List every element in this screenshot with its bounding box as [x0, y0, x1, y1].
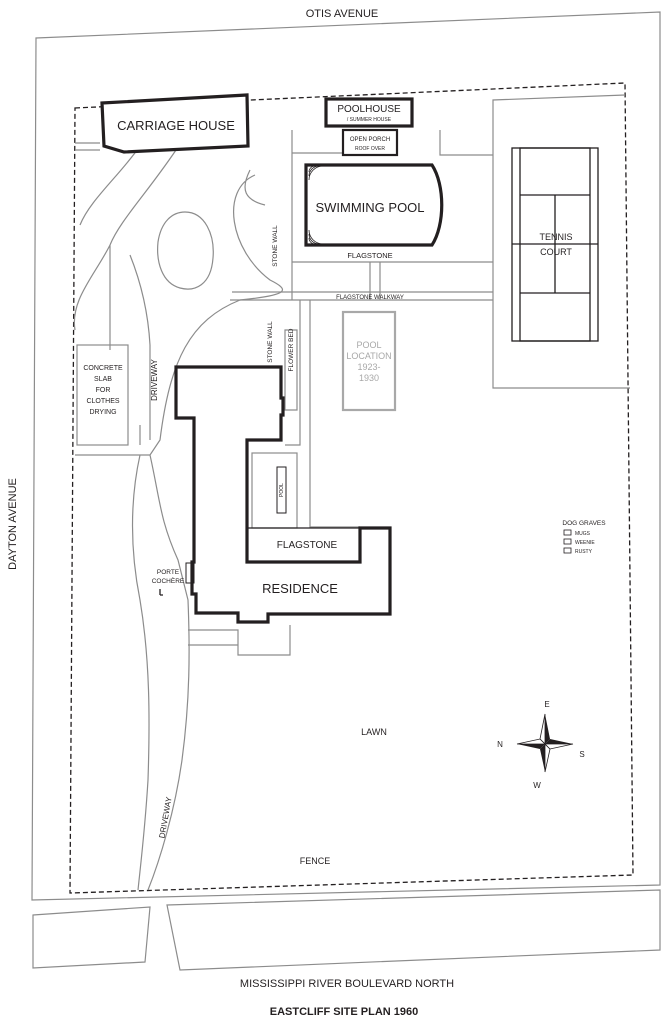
concrete-slab-label-1: CONCRETE [83, 365, 123, 372]
compass-w-label: W [533, 781, 541, 790]
swimming-pool [304, 163, 444, 247]
porte-cochere-bracket [159, 589, 163, 596]
compass-rose [516, 713, 574, 773]
driveway-upper-label: DRIVEWAY [150, 358, 159, 400]
open-porch-label: OPEN PORCH [350, 137, 390, 143]
concrete-slab [76, 344, 129, 446]
courtyard [251, 452, 298, 529]
concrete-slab-label-5: DRYING [89, 409, 116, 416]
pool-location-label-3: 1923- [357, 362, 380, 372]
roof-over-label: ROOF OVER [355, 146, 385, 152]
south-curb-right [166, 889, 661, 971]
courtyard-pool [276, 466, 287, 514]
block-curb [31, 11, 661, 901]
flower-bed-label: FLOWER BED [288, 328, 295, 371]
tennis-court [511, 147, 599, 342]
street-west-label: DAYTON AVENUE [7, 478, 19, 570]
cochere-label: COCHÈRE [152, 576, 185, 585]
tennis-label: TENNIS [539, 232, 572, 242]
residence [174, 365, 392, 624]
driveway-outline [73, 143, 283, 891]
pool-location-label-1: POOL [356, 340, 381, 350]
concrete-slab-label-2: SLAB [94, 376, 112, 383]
pool-steps [308, 165, 324, 245]
flower-bed-strip [284, 329, 298, 411]
open-porch [341, 128, 399, 157]
swimming-pool-label: SWIMMING POOL [315, 200, 424, 215]
dog-grave-mugs: MUGS [575, 531, 591, 537]
street-south-label: MISSISSIPPI RIVER BOULEVARD NORTH [240, 978, 454, 990]
porte-cochere-marker [185, 562, 195, 584]
poolhouse-sub-label: / SUMMER HOUSE [347, 117, 392, 123]
poolhouse-label: POOLHOUSE [337, 104, 401, 115]
flagstone-house-label: FLAGSTONE [277, 540, 338, 551]
street-north-label: OTIS AVENUE [306, 8, 379, 20]
court-label: COURT [540, 247, 572, 257]
dog-grave-weenie: WEENIE [575, 540, 595, 546]
pool-location-label-4: 1930 [359, 373, 379, 383]
residence-label: RESIDENCE [262, 581, 338, 596]
pool-location-label-2: LOCATION [346, 351, 391, 361]
carriage-house [100, 93, 250, 154]
dog-grave-rusty: RUSTY [575, 549, 593, 555]
carriage-house-label: CARRIAGE HOUSE [117, 118, 235, 133]
poolhouse [324, 97, 414, 128]
flagstone-walkway-label: FLAGSTONE WALKWAY [336, 295, 404, 301]
fence-label: FENCE [300, 856, 331, 866]
turnaround-island [157, 211, 214, 290]
south-curb-left [32, 906, 151, 969]
historic-pool-location [341, 310, 397, 412]
compass-s-label: S [579, 750, 584, 759]
lawn-label: LAWN [361, 727, 387, 737]
stone-wall-lower-label: STONE WALL [267, 321, 274, 363]
small-pool-label: POOL [279, 483, 285, 497]
dog-graves-title: DOG GRAVES [562, 520, 606, 527]
porte-label: PORTE [157, 569, 180, 576]
concrete-slab-label-4: CLOTHES [86, 398, 119, 405]
garden-walls [75, 94, 630, 528]
flagstone-pool-label: FLAGSTONE [347, 251, 392, 260]
site-plan-title: EASTCLIFF SITE PLAN 1960 [270, 1006, 419, 1018]
stone-wall-upper-label: STONE WALL [272, 225, 279, 267]
service-drive [188, 625, 291, 656]
dog-graves-markers [563, 529, 572, 554]
compass-n-label: N [497, 740, 503, 749]
concrete-slab-label-3: FOR [96, 387, 111, 394]
compass-e-label: E [544, 700, 549, 709]
